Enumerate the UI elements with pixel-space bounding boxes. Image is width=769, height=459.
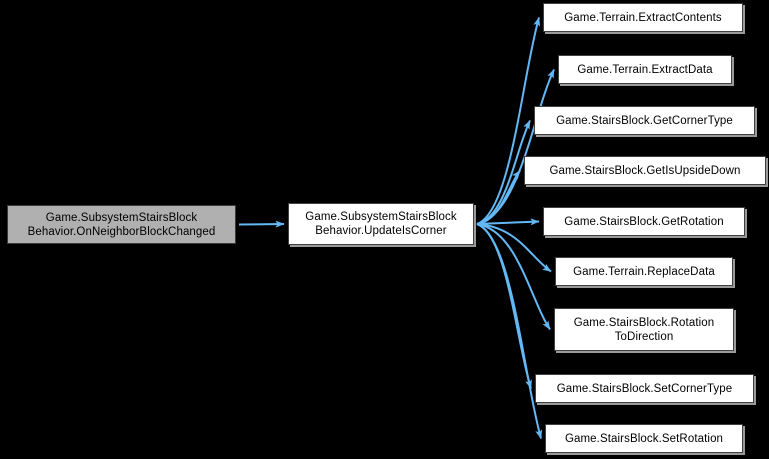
graph-edge-updateiscorner-to-setrotation (476, 223, 543, 439)
graph-node-root[interactable]: Game.SubsystemStairsBlock Behavior.OnNei… (7, 205, 236, 244)
graph-node-label: Game.SubsystemStairsBlock Behavior.Updat… (305, 211, 457, 237)
graph-node-replacedata[interactable]: Game.Terrain.ReplaceData (555, 257, 733, 286)
graph-node-label: Game.StairsBlock.GetCornerType (556, 114, 733, 127)
graph-edge-updateiscorner-to-rotationtodirection (476, 223, 551, 331)
graph-edge-updateiscorner-to-getcornertype (476, 120, 531, 225)
graph-edge-updateiscorner-to-getisupsidedown (476, 169, 521, 225)
graph-edge-updateiscorner-to-extractcontents (476, 17, 541, 225)
graph-node-label: Game.StairsBlock.SetRotation (564, 432, 724, 445)
graph-node-rotationtodirection[interactable]: Game.StairsBlock.Rotation ToDirection (554, 308, 734, 351)
graph-node-label: Game.Terrain.ExtractData (577, 63, 713, 76)
graph-edge-updateiscorner-to-replacedata (476, 223, 552, 273)
graph-node-updateiscorner[interactable]: Game.SubsystemStairsBlock Behavior.Updat… (288, 203, 474, 245)
graph-node-label: Game.Terrain.ReplaceData (573, 265, 715, 278)
graph-node-setrotation[interactable]: Game.StairsBlock.SetRotation (545, 424, 743, 453)
graph-edge-updateiscorner-to-setcornertype (476, 223, 532, 389)
graph-node-label: Game.Terrain.ExtractContents (564, 11, 722, 24)
graph-node-getisupsidedown[interactable]: Game.StairsBlock.GetIsUpsideDown (524, 156, 766, 185)
graph-node-label: Game.StairsBlock.SetCornerType (556, 382, 733, 395)
graph-edge-root-to-updateiscorner (238, 220, 285, 228)
graph-node-label: Game.StairsBlock.GetRotation (564, 215, 724, 228)
graph-node-getrotation[interactable]: Game.StairsBlock.GetRotation (543, 207, 745, 236)
graph-node-setcornertype[interactable]: Game.StairsBlock.SetCornerType (535, 374, 754, 403)
graph-edge-updateiscorner-to-getrotation (476, 218, 540, 226)
graph-node-extractdata[interactable]: Game.Terrain.ExtractData (558, 55, 732, 84)
graph-edge-updateiscorner-to-extractdata (476, 69, 555, 225)
graph-node-label: Game.StairsBlock.GetIsUpsideDown (549, 164, 741, 177)
graph-node-extractcontents[interactable]: Game.Terrain.ExtractContents (543, 3, 743, 32)
graph-node-label: Game.StairsBlock.Rotation ToDirection (573, 316, 715, 343)
graph-node-getcornertype[interactable]: Game.StairsBlock.GetCornerType (534, 106, 755, 135)
graph-node-label: Game.SubsystemStairsBlock Behavior.OnNei… (27, 211, 216, 238)
